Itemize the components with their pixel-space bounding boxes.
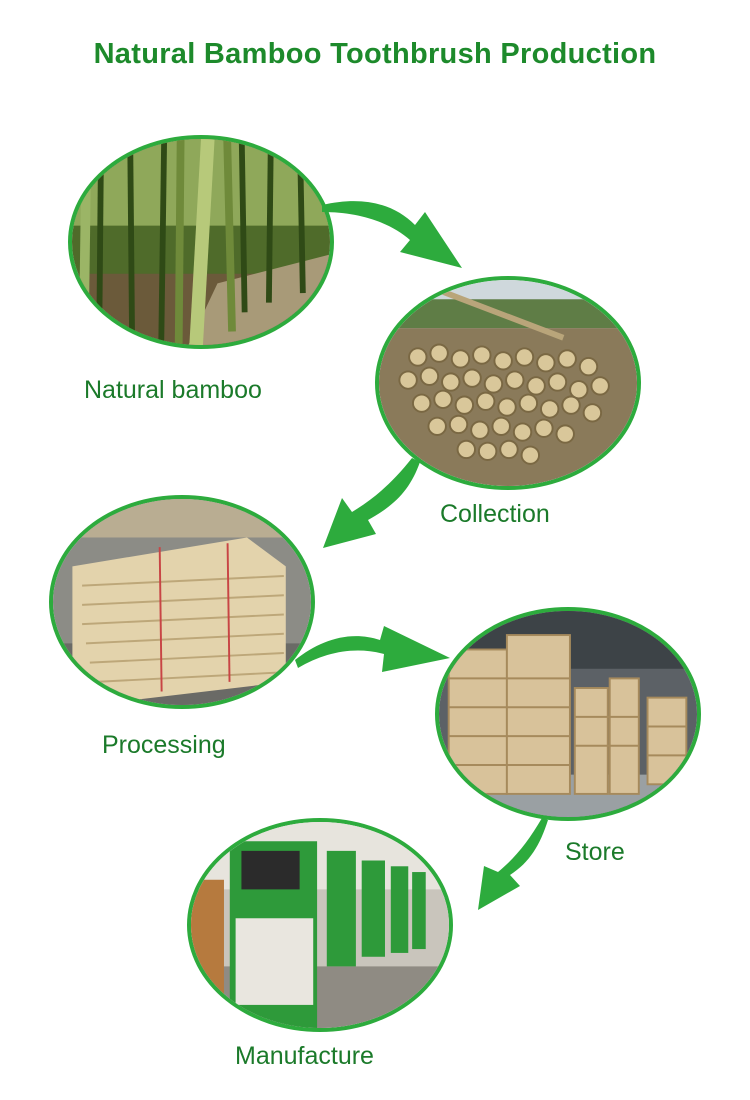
arrow-1 <box>322 201 462 268</box>
manufacture-image <box>187 818 453 1032</box>
arrow-2 <box>323 458 420 548</box>
page-title: Natural Bamboo Toothbrush Production <box>93 38 657 70</box>
arrow-4 <box>478 818 548 910</box>
step-label-manufacture: Manufacture <box>235 1042 374 1070</box>
arrow-3 <box>295 626 450 672</box>
collection-image <box>375 276 641 490</box>
step-label-store: Store <box>565 838 625 866</box>
step-label-natural-bamboo: Natural bamboo <box>84 376 262 404</box>
store-image <box>435 607 701 821</box>
processing-image <box>49 495 315 709</box>
step-label-processing: Processing <box>102 731 226 759</box>
step-label-collection: Collection <box>440 500 550 528</box>
natural-bamboo-image <box>68 135 334 349</box>
